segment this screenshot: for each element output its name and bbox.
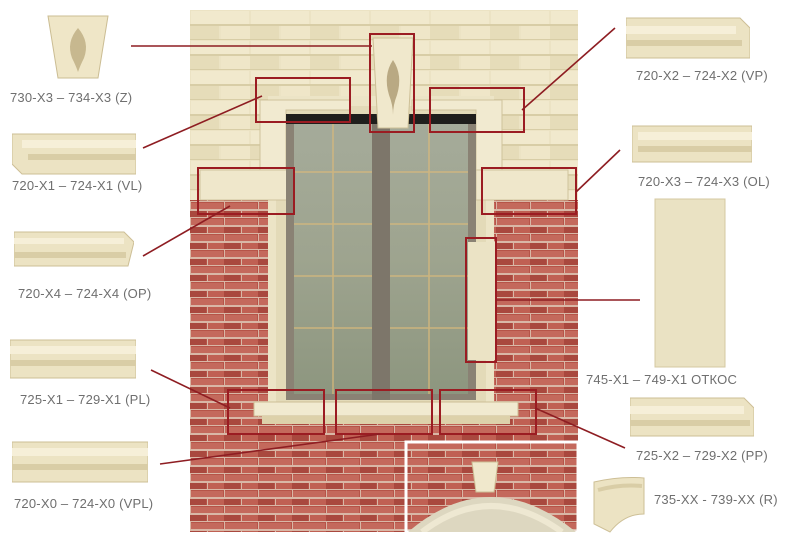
label-vl: 720-X1 – 724-X1 (VL) bbox=[12, 178, 143, 193]
label-vp: 720-X2 – 724-X2 (VP) bbox=[636, 68, 768, 83]
facade-illustration bbox=[190, 10, 578, 532]
highlight-pl bbox=[227, 389, 325, 435]
highlight-vl bbox=[255, 77, 351, 123]
corner-molding-icon bbox=[626, 12, 750, 60]
label-otkos: 745-X1 – 749-X1 ОТКОС bbox=[586, 372, 738, 387]
molding-icon bbox=[632, 122, 752, 166]
sill-molding-icon bbox=[630, 394, 754, 440]
keystone-ornament-icon bbox=[46, 12, 110, 82]
reveal-panel-icon bbox=[654, 198, 726, 368]
highlight-pp bbox=[439, 389, 537, 435]
molding-icon bbox=[14, 226, 134, 272]
label-r: 735-XX - 739-XX (R) bbox=[654, 492, 778, 507]
highlight-vpl bbox=[335, 389, 433, 435]
label-ol: 720-X3 – 724-X3 (OL) bbox=[638, 174, 770, 189]
corner-molding-icon bbox=[12, 126, 136, 176]
label-op: 720-X4 – 724-X4 (OP) bbox=[18, 286, 152, 301]
molding-icon bbox=[12, 438, 148, 488]
label-vpl: 720-X0 – 724-X0 (VPL) bbox=[14, 496, 154, 511]
highlight-vp bbox=[429, 87, 525, 133]
highlight-op bbox=[197, 167, 295, 215]
sill-molding-icon bbox=[10, 336, 136, 384]
label-pl: 725-X1 – 729-X1 (PL) bbox=[20, 392, 151, 407]
label-pp: 725-X2 – 729-X2 (PP) bbox=[636, 448, 768, 463]
highlight-keystone bbox=[369, 33, 415, 133]
label-keystone: 730-X3 – 734-X3 (Z) bbox=[10, 90, 133, 105]
arch-segment-icon bbox=[590, 474, 648, 536]
facade-drawing bbox=[190, 10, 578, 532]
